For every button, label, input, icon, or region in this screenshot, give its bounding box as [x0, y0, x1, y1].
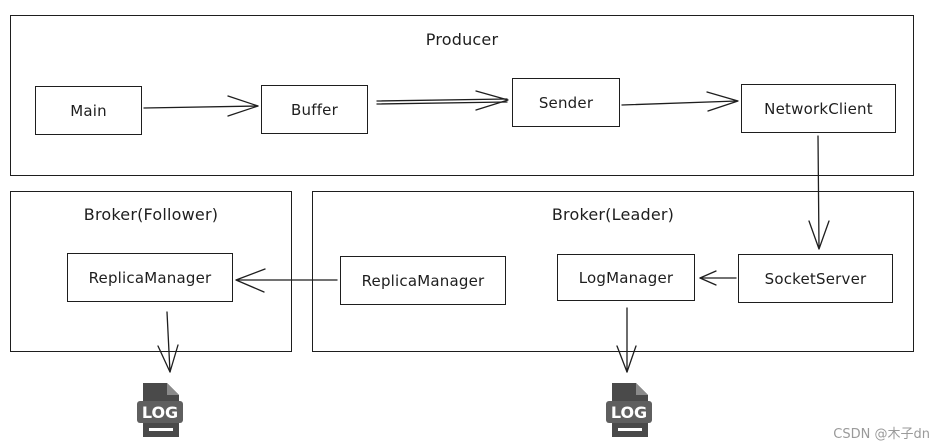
- log-file-icon: LOG: [606, 381, 652, 439]
- replica-manager-follower-node: ReplicaManager: [67, 253, 233, 302]
- replica-manager-leader-node: ReplicaManager: [340, 256, 506, 305]
- network-client-node: NetworkClient: [741, 84, 896, 133]
- producer-title: Producer: [425, 30, 499, 49]
- log-file-icon: LOG: [137, 381, 183, 439]
- watermark: CSDN @木子dn: [833, 427, 930, 442]
- socket-server-node: SocketServer: [738, 254, 893, 303]
- buffer-node: Buffer: [261, 85, 368, 134]
- log-icon-label: LOG: [142, 403, 178, 422]
- sender-node: Sender: [512, 78, 620, 127]
- broker-leader-title: Broker(Leader): [551, 205, 675, 224]
- log-icon-label: LOG: [611, 403, 647, 422]
- log-manager-node: LogManager: [557, 254, 695, 301]
- broker-follower-title: Broker(Follower): [83, 205, 219, 224]
- main-node: Main: [35, 86, 142, 135]
